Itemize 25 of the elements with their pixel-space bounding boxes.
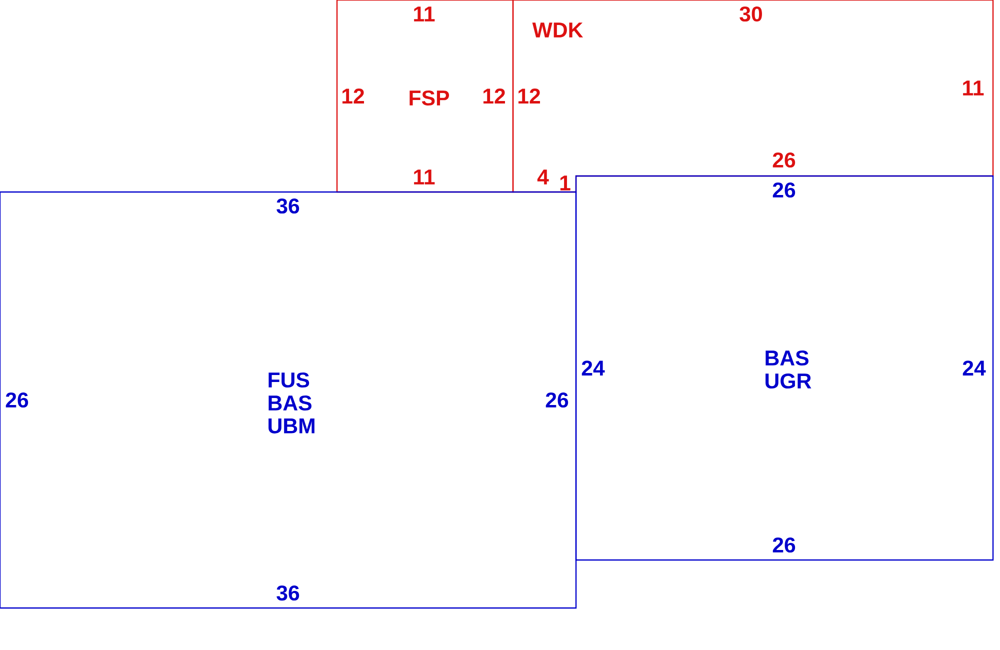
room-label: FUS <box>268 372 310 388</box>
dimension-label: 26 <box>772 537 796 553</box>
room-label: BAS <box>766 350 808 366</box>
dimension-label: 12 <box>518 88 540 104</box>
dimension-label: 26 <box>6 392 28 408</box>
dimension-label: 12 <box>483 88 505 104</box>
dimension-label: 26 <box>772 182 796 198</box>
dimension-label: 11 <box>414 170 435 184</box>
room-label: BAS <box>268 395 312 411</box>
dimension-label: 36 <box>276 585 300 601</box>
dimension-label: 11 <box>963 80 984 96</box>
room-label: UGR <box>766 373 812 389</box>
room-label: WDK <box>532 22 584 38</box>
dimension-label: 4 <box>537 170 549 184</box>
dimension-label: 36 <box>276 198 300 214</box>
dimension-label: 24 <box>582 360 605 376</box>
dimension-label: 26 <box>772 152 796 168</box>
dimension-label: 26 <box>546 392 568 408</box>
room-label: UBM <box>268 418 314 434</box>
dimension-label: 11 <box>414 6 435 22</box>
dimension-label: 24 <box>962 360 986 376</box>
dimension-label: 1 <box>560 176 570 190</box>
dimension-label: 12 <box>342 88 364 104</box>
room-label: FSP <box>410 90 449 106</box>
dimension-label: 30 <box>740 6 762 22</box>
